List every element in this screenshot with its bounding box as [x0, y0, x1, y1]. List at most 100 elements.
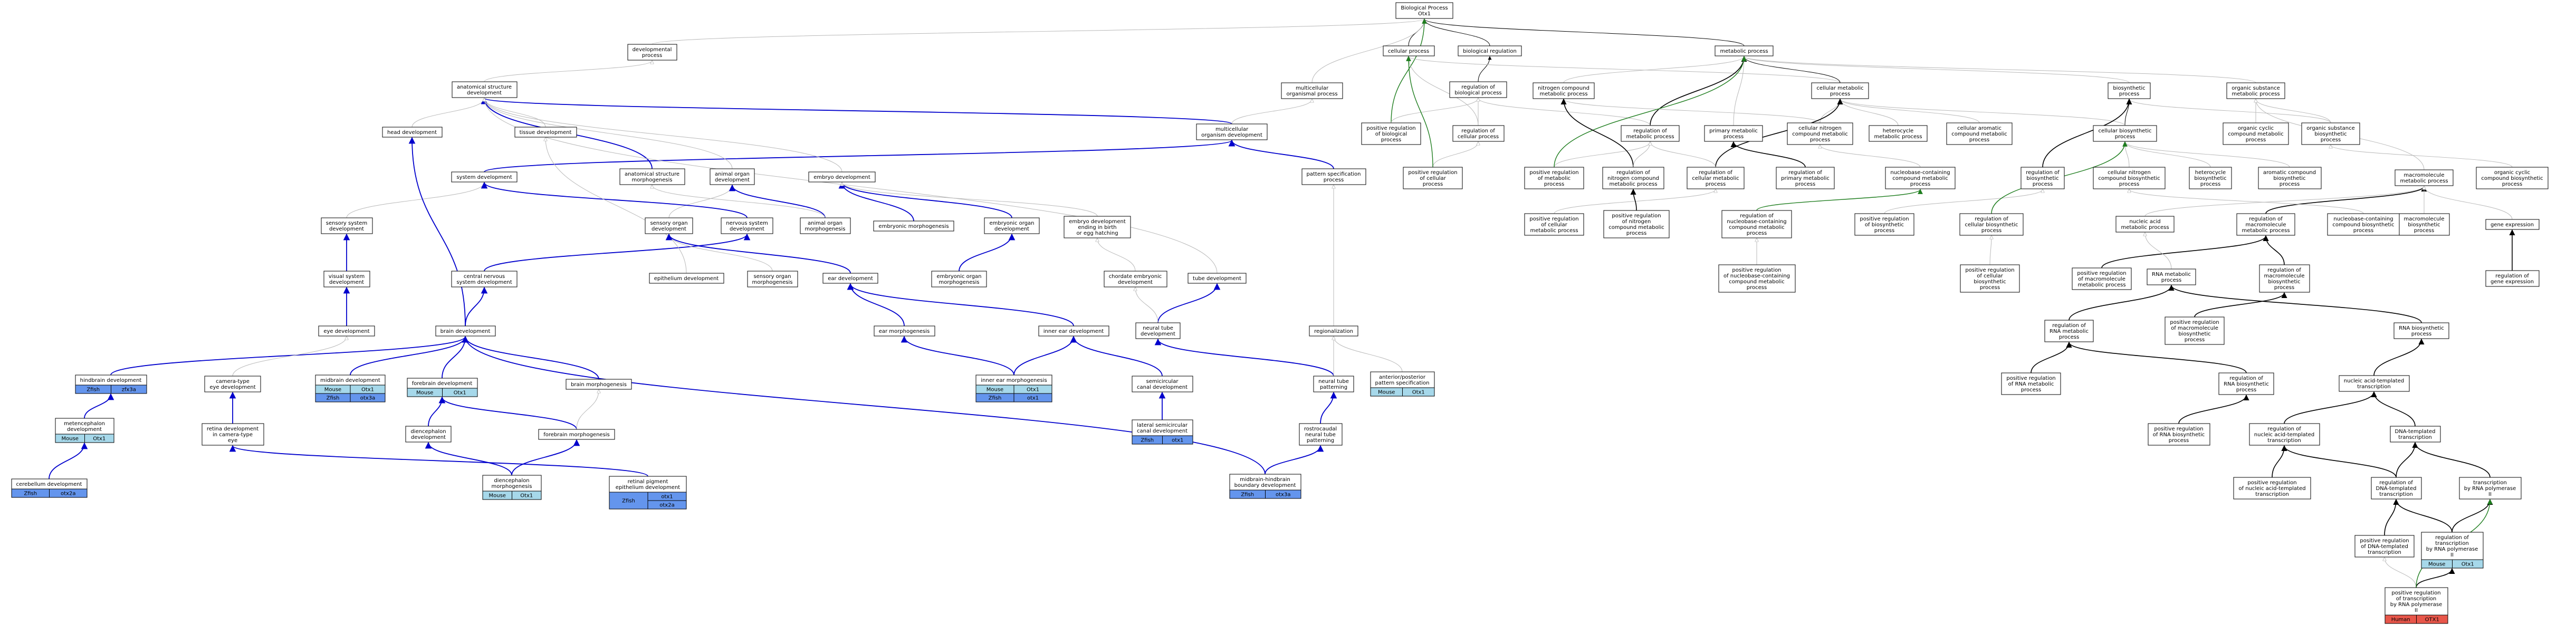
node-tissue-development[interactable]: tissue development: [514, 127, 577, 138]
node-epithelium-development[interactable]: epithelium development: [649, 273, 724, 284]
node-brain-morphogenesis[interactable]: brain morphogenesis: [566, 379, 632, 390]
node-biological-regulation[interactable]: biological regulation: [1458, 45, 1522, 56]
node-tube-development[interactable]: tube development: [1188, 273, 1247, 284]
node-head-development[interactable]: head development: [382, 127, 443, 138]
node-gene-expression[interactable]: gene expression: [2485, 219, 2540, 230]
node-system-development[interactable]: system development: [451, 171, 518, 183]
node-regionalization[interactable]: regionalization: [1309, 325, 1358, 337]
node-forebrain-morphogenesis[interactable]: forebrain morphogenesis: [538, 429, 615, 440]
node-reg-macromolecule-biosynthetic-process[interactable]: regulation ofmacromoleculebiosyntheticpr…: [2259, 264, 2310, 293]
node-eye-development[interactable]: eye development: [318, 325, 375, 337]
node-ear-development[interactable]: ear development: [822, 273, 878, 284]
node-embryo-development[interactable]: embryo development: [808, 171, 876, 183]
node-embryonic-morphogenesis[interactable]: embryonic morphogenesis: [873, 220, 954, 232]
node-reg-nucleobase-containing-compound-metabolic-process[interactable]: regulation ofnucleobase-containingcompou…: [1721, 210, 1792, 238]
node-cellular-process[interactable]: cellular process: [1383, 45, 1435, 56]
node-metabolic-process[interactable]: metabolic process: [1715, 45, 1774, 56]
